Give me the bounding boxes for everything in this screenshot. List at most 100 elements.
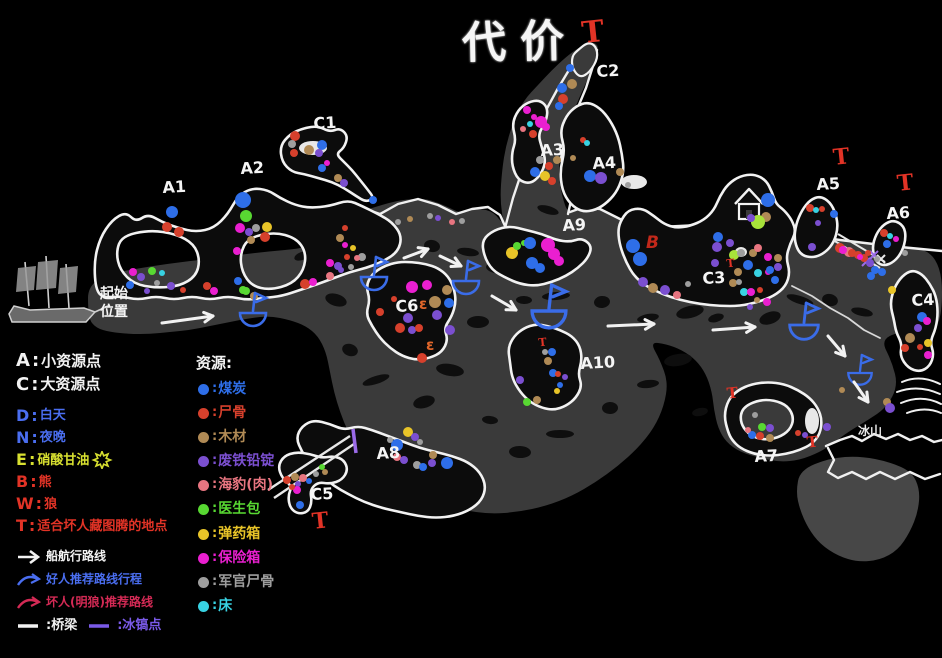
totem-t-mark: T xyxy=(311,507,331,535)
boat-icon xyxy=(788,301,822,341)
resource-dot-bones xyxy=(344,254,350,260)
resource-dot-scrap xyxy=(766,424,774,432)
resource-dot-officer xyxy=(348,264,354,270)
resource-dot-safe xyxy=(764,253,772,261)
resource-dot-scrap xyxy=(245,228,253,236)
bridge-lines xyxy=(267,428,358,499)
resource-legend-item-scrap: :废铁铅锭 xyxy=(196,453,316,469)
legend-key: B xyxy=(16,472,29,492)
resource-dot-safe xyxy=(342,242,348,248)
island-label-a1: A1 xyxy=(162,177,186,197)
resource-dot-bones xyxy=(558,94,568,104)
legend-label: 硝酸甘油 xyxy=(37,452,90,468)
resource-dot-coal xyxy=(535,263,545,273)
route-arrow xyxy=(160,310,215,325)
resource-dot-wood xyxy=(729,279,737,287)
resource-legend-item-coal: :煤炭 xyxy=(196,381,316,397)
resource-dot-coal xyxy=(306,478,312,484)
burst-star-icon xyxy=(91,451,114,470)
resource-dot-coal xyxy=(830,210,838,218)
dash-icon xyxy=(18,624,38,628)
resource-dot-bones xyxy=(391,296,397,302)
resource-dot-coal xyxy=(766,266,774,274)
resource-dot-scrap xyxy=(866,259,874,267)
totem-t-mark: T xyxy=(726,257,736,271)
route-arrow xyxy=(711,321,757,334)
boat-icon xyxy=(238,291,270,328)
resource-dot-scrap xyxy=(726,239,734,247)
resource-dot-wood xyxy=(544,357,552,365)
resource-dot-medic xyxy=(239,286,247,294)
resource-dot-scrap xyxy=(747,304,753,310)
resource-dot-officer xyxy=(625,182,631,188)
resource-dot-medic xyxy=(240,210,252,222)
legend-item-N: N:夜晚 xyxy=(16,427,66,447)
route-arrow xyxy=(438,254,463,269)
resource-dot-ammo xyxy=(888,286,896,294)
resource-dot-coal xyxy=(234,277,242,285)
totem-t-mark: T xyxy=(832,143,852,171)
resource-dot-bones xyxy=(203,282,211,290)
resource-legend-label: 军官尸骨 xyxy=(218,573,275,590)
resource-dot-bed xyxy=(887,233,893,239)
resource-dot-wood xyxy=(322,469,328,475)
resource-dot-safe xyxy=(233,247,241,255)
resource-dot-coal xyxy=(557,382,563,388)
resource-color-dot xyxy=(198,504,209,516)
resource-dot-bones xyxy=(757,287,763,293)
resource-dots xyxy=(126,64,932,509)
resource-dot-wood xyxy=(553,156,561,164)
resource-dot-bones xyxy=(162,222,172,232)
resource-dot-wood xyxy=(616,168,624,176)
resource-dot-safe xyxy=(129,268,137,276)
legend-label: 好人推荐路线行程 xyxy=(46,572,143,587)
island-label-c5: C5 xyxy=(310,484,334,504)
legend-line-item: :冰镐点 xyxy=(87,617,161,635)
resource-color-dot xyxy=(198,552,209,564)
resource-dot-scrap xyxy=(808,243,816,251)
resource-dot-ammo xyxy=(540,171,550,181)
legend-key: N xyxy=(16,427,30,447)
route-arrows xyxy=(160,246,870,404)
legend-resources: 资源: :煤炭:尸骨:木材:废铁铅锭:海豹(肉):医生包:弹药箱:保险箱:军官尸… xyxy=(196,352,316,622)
legend-route-item: 船航行路线 xyxy=(16,548,194,566)
legend-item-T: T:适合坏人藏图腾的地点 xyxy=(16,515,168,535)
resource-dot-coal xyxy=(524,237,536,249)
resource-dot-bones xyxy=(901,344,909,352)
resource-dot-seal xyxy=(449,219,455,225)
resource-dot-safe xyxy=(923,317,931,325)
resource-dot-bones xyxy=(880,229,888,237)
resource-color-dot xyxy=(198,384,209,395)
resource-dot-seal xyxy=(520,126,526,132)
resource-dot-wood xyxy=(304,145,314,155)
resource-dot-safe xyxy=(747,288,755,296)
resource-dot-coal xyxy=(633,252,647,266)
legend-line-items: :桥梁:冰镐点 xyxy=(16,617,194,635)
resource-dot-scrap xyxy=(144,288,150,294)
resource-dot-safe xyxy=(293,486,301,494)
legend-key: C xyxy=(16,373,30,395)
totem-t-mark: T xyxy=(726,383,740,402)
resource-dot-safe xyxy=(542,123,550,131)
resource-dot-coal xyxy=(548,348,556,356)
start-position-label: 位置 xyxy=(100,303,128,320)
route-arrow xyxy=(826,334,847,358)
resource-color-dot xyxy=(198,528,209,540)
resource-dot-scrap xyxy=(295,481,301,487)
resource-legend-label: 废铁铅锭 xyxy=(218,453,275,470)
island-label-a8: A8 xyxy=(376,443,400,463)
resource-dot-bones xyxy=(300,279,310,289)
resource-legend-label: 弹药箱 xyxy=(218,525,261,542)
resource-dot-coal xyxy=(566,64,574,72)
resource-dot-scrap xyxy=(445,325,455,335)
resource-dot-safe xyxy=(893,236,899,242)
resource-dot-scrap xyxy=(340,179,348,187)
resource-dot-coal xyxy=(317,140,327,150)
legend-label: 船航行路线 xyxy=(46,549,107,564)
resource-dot-ammo xyxy=(403,427,413,437)
nitro-e-mark: ε xyxy=(426,336,434,354)
resource-dot-coal xyxy=(584,170,596,182)
resource-dot-officer xyxy=(154,280,160,286)
